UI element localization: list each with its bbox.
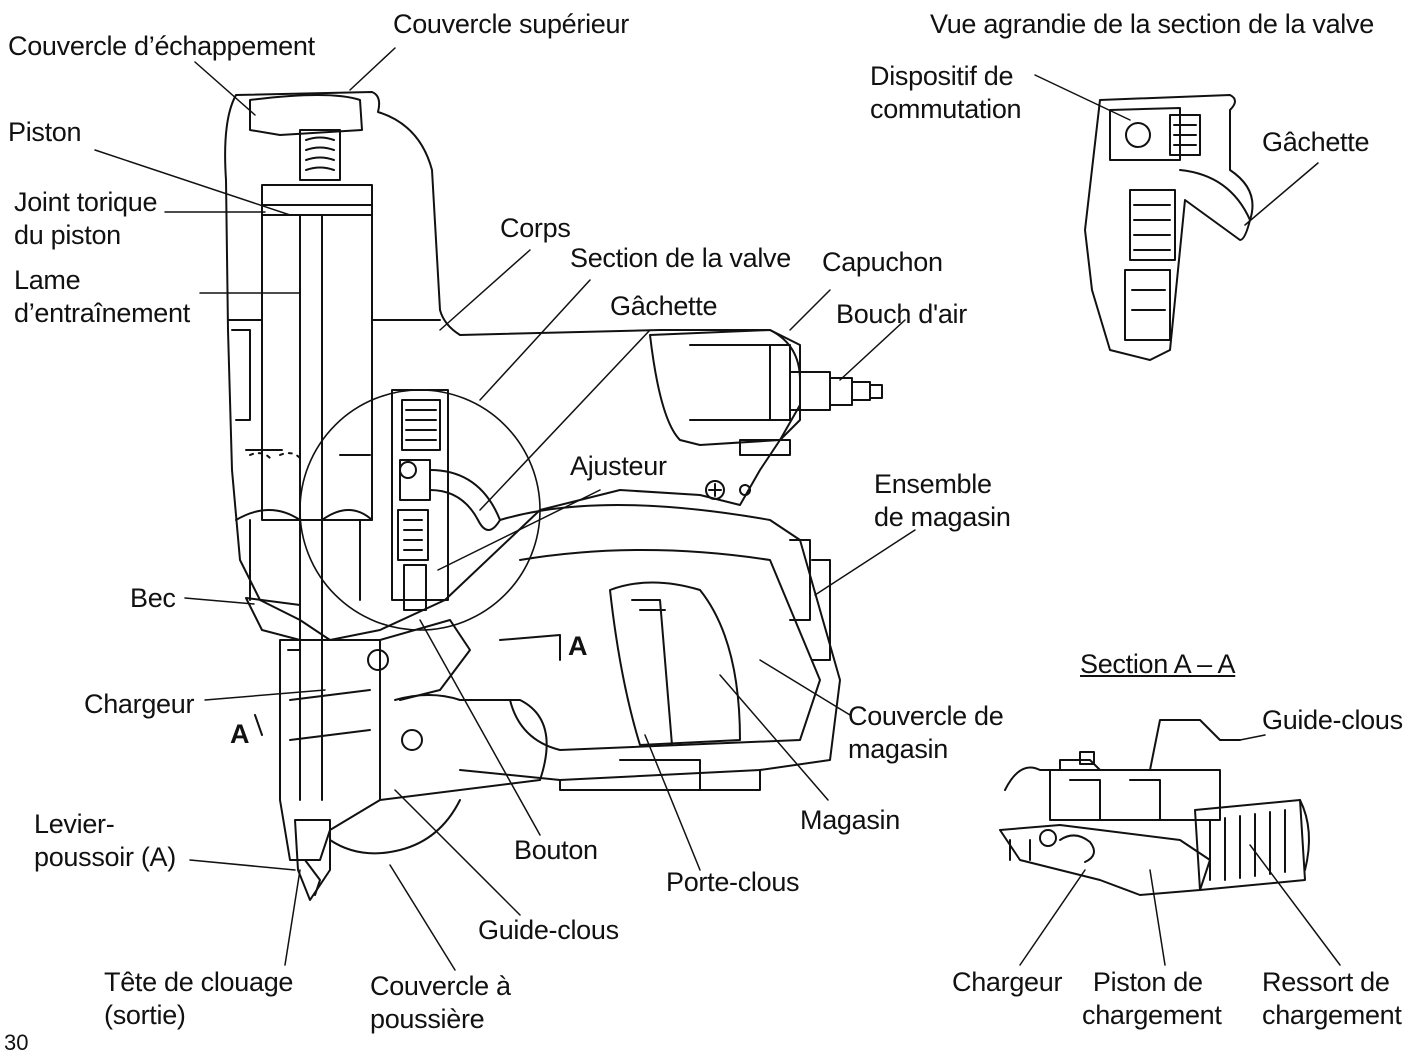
label-magazine-cover-line1: Couvercle de [848, 701, 1004, 731]
nose-assembly [279, 619, 548, 901]
section-aa-drawing [999, 719, 1310, 896]
label-feed-spring-line2: chargement [1262, 1000, 1402, 1030]
label-feed-piston: Piston de chargement [1074, 966, 1222, 1032]
label-switching-device-line1: Dispositif de [870, 61, 1014, 91]
label-magazine-assembly-line1: Ensemble [874, 469, 992, 499]
label-feeder: Chargeur [84, 689, 195, 719]
label-dust-cover-line2: poussière [370, 1004, 485, 1034]
label-feed-spring-line1: Ressort de [1262, 967, 1390, 997]
label-switching-device-line2: commutation [870, 94, 1022, 124]
label-section-feeder: Chargeur [952, 967, 1063, 997]
label-top-cover: Couvercle supérieur [393, 9, 629, 39]
label-dust-cover: Couvercle à poussière [370, 970, 511, 1036]
label-valve-section: Section de la valve [570, 243, 791, 273]
section-marker-a-left: A [230, 719, 250, 749]
label-driver-blade-line2: d’entraînement [14, 298, 190, 328]
label-body: Corps [500, 213, 571, 243]
label-nail-guide: Guide-clous [478, 915, 619, 945]
label-feed-piston-line2: chargement [1082, 1000, 1222, 1030]
label-nose: Bec [130, 583, 176, 613]
section-marker-line-left [254, 714, 263, 736]
label-magazine-cover-line2: magasin [848, 734, 948, 764]
nailer-body [224, 91, 801, 651]
label-feed-spring: Ressort de chargement [1262, 966, 1402, 1032]
label-driver-blade: Lame d’entraînement [14, 264, 190, 330]
label-switching-device: Dispositif de commutation [870, 60, 1022, 126]
label-magazine: Magasin [800, 805, 900, 835]
label-inset-trigger: Gâchette [1262, 127, 1370, 157]
label-nailing-head-line2: (sortie) [104, 1000, 186, 1030]
valve-inset-title: Vue agrandie de la section de la valve [930, 9, 1374, 39]
label-section-nail-guide: Guide-clous [1262, 705, 1403, 735]
handle-and-air-plug [649, 329, 883, 500]
label-piston: Piston [8, 117, 82, 147]
label-push-lever: Levier- poussoir (A) [34, 808, 176, 874]
label-piston-o-ring-line2: du piston [14, 220, 121, 250]
section-marker-a-right: A [568, 631, 588, 661]
label-adjuster: Ajusteur [570, 451, 667, 481]
label-feed-piston-line1: Piston de [1092, 967, 1203, 997]
label-cap: Capuchon [822, 247, 943, 277]
label-button: Bouton [514, 835, 598, 865]
section-marker-line-right [499, 634, 561, 661]
label-magazine-cover: Couvercle de magasin [848, 700, 1004, 766]
valve-inset-drawing [1084, 94, 1254, 361]
label-trigger: Gâchette [610, 291, 718, 321]
label-air-plug: Bouch d'air [836, 299, 967, 329]
section-aa-title: Section A – A [1080, 649, 1236, 679]
valve-section-detail [299, 389, 541, 631]
label-nail-holder: Porte-clous [666, 867, 800, 897]
leader-lines [94, 47, 1341, 971]
label-exhaust-cover: Couvercle d’échappement [8, 31, 315, 61]
label-push-lever-line1: Levier- [34, 809, 115, 839]
label-magazine-assembly-line2: de magasin [874, 502, 1011, 532]
magazine [459, 504, 841, 791]
page-number: 30 [4, 1030, 29, 1055]
label-piston-o-ring: Joint torique du piston [14, 186, 158, 252]
label-magazine-assembly: Ensemble de magasin [874, 468, 1011, 534]
label-dust-cover-line1: Couvercle à [370, 971, 511, 1001]
label-driver-blade-line1: Lame [14, 265, 81, 295]
label-piston-o-ring-line1: Joint torique [14, 187, 158, 217]
label-nailing-head: Tête de clouage (sortie) [104, 966, 293, 1032]
label-push-lever-line2: poussoir (A) [34, 842, 176, 872]
label-nailing-head-line1: Tête de clouage [104, 967, 294, 997]
